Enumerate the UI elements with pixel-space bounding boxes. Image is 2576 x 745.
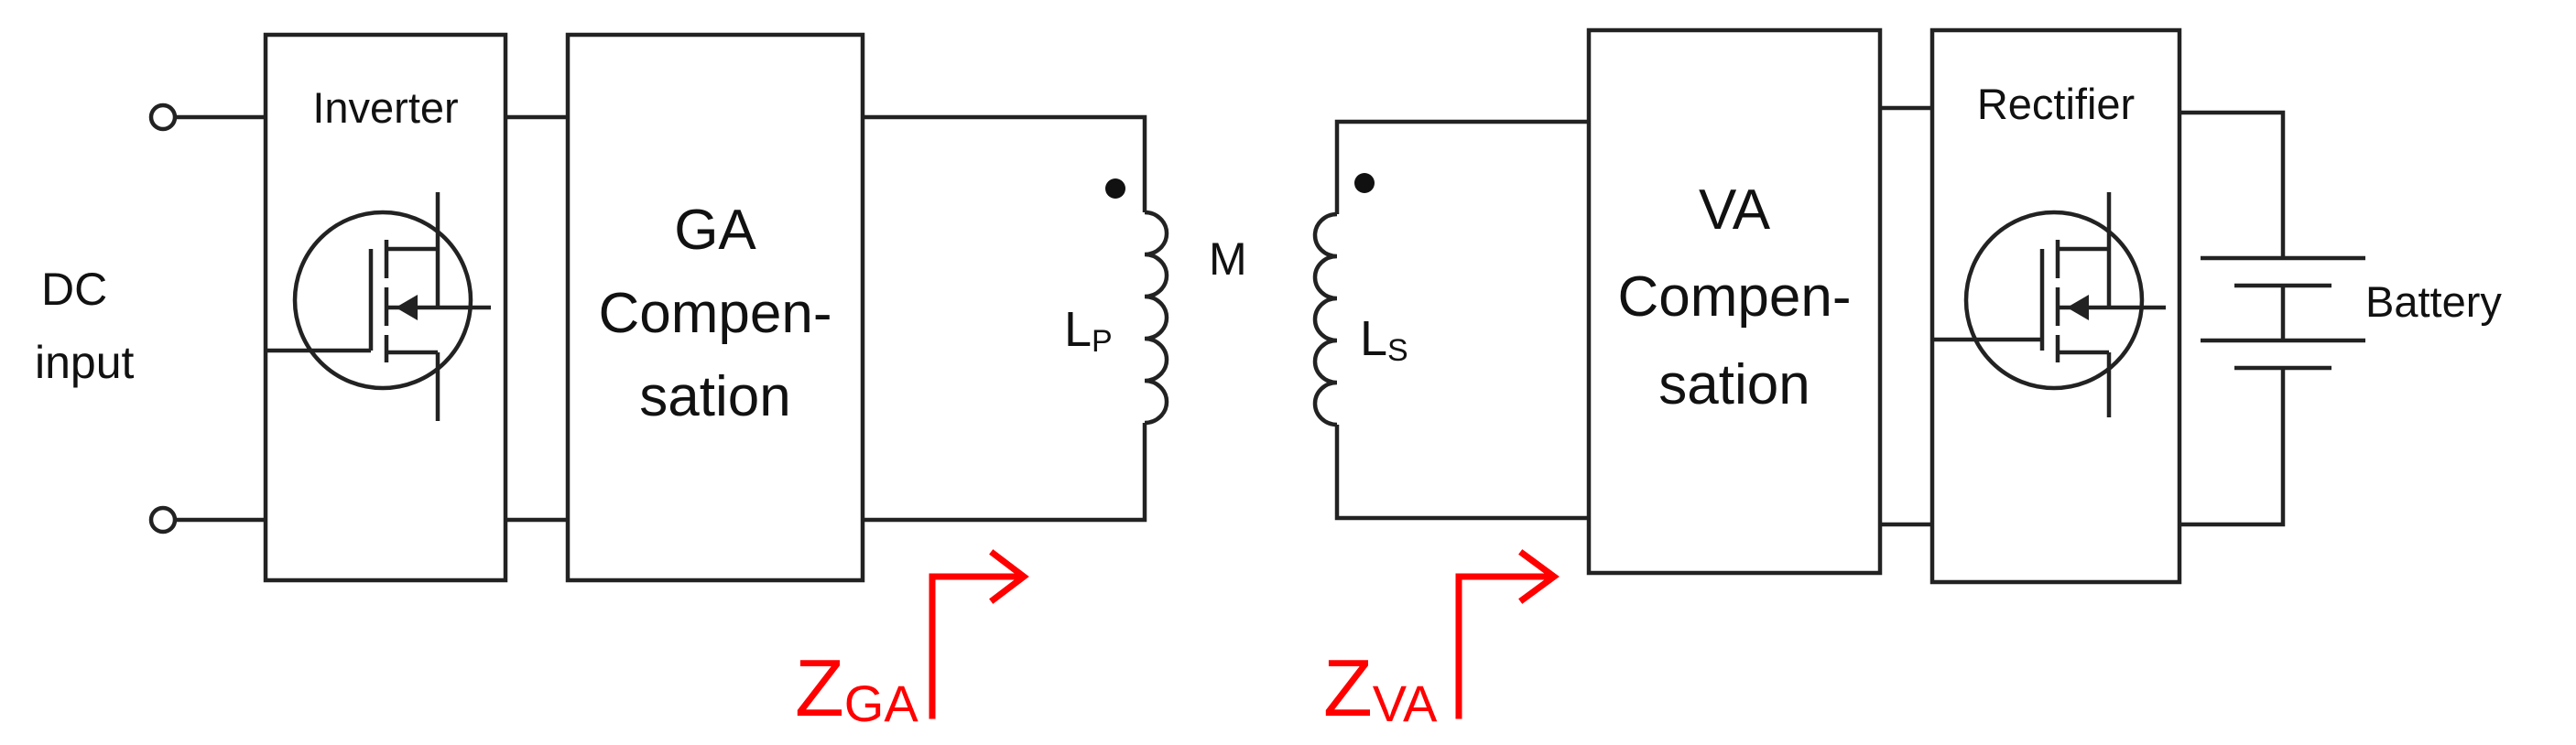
ga-label-line3: sation bbox=[639, 365, 790, 428]
zva-impedance-arrow bbox=[1455, 549, 1560, 719]
primary-coil bbox=[1144, 210, 1169, 426]
wire-ga-coil-top bbox=[863, 114, 1147, 212]
secondary-polarity-dot-icon bbox=[1354, 173, 1375, 193]
zga-label: ZGA bbox=[795, 642, 918, 733]
dc-input-label-line1: DC bbox=[41, 264, 107, 315]
wire-coil-va-top bbox=[1334, 119, 1589, 214]
wire-rect-battery-bottom bbox=[2179, 368, 2286, 527]
ga-label-line2: Compen- bbox=[599, 282, 832, 345]
secondary-coil bbox=[1312, 211, 1338, 427]
lp-label: LP bbox=[1064, 302, 1113, 359]
zva-label: ZVA bbox=[1323, 642, 1438, 733]
mutual-inductance-label: M bbox=[1209, 233, 1247, 285]
primary-polarity-dot-icon bbox=[1105, 178, 1125, 199]
ls-label: LS bbox=[1360, 311, 1408, 368]
va-label-line2: Compen- bbox=[1618, 265, 1852, 329]
wire-rect-battery-top bbox=[2179, 110, 2286, 258]
bottom-terminal[interactable] bbox=[148, 505, 178, 534]
zga-impedance-arrow bbox=[929, 549, 1029, 719]
wire-coil-va-bottom bbox=[1334, 425, 1589, 521]
dc-input-terminals bbox=[148, 103, 266, 534]
dc-input-label-line2: input bbox=[35, 337, 135, 388]
wire-ga-coil-bottom bbox=[863, 423, 1147, 523]
va-label-line1: VA bbox=[1699, 178, 1771, 242]
ga-label-line1: GA bbox=[674, 199, 756, 262]
mosfet-icon bbox=[1932, 192, 2166, 417]
battery-icon bbox=[2201, 255, 2365, 371]
mosfet-icon bbox=[266, 192, 491, 421]
rectifier-label: Rectifier bbox=[1977, 80, 2135, 128]
ga-compensation-box[interactable] bbox=[565, 32, 865, 583]
va-compensation-box[interactable] bbox=[1586, 27, 1883, 576]
inverter-label: Inverter bbox=[312, 83, 458, 132]
top-terminal[interactable] bbox=[148, 103, 178, 132]
battery-label: Battery bbox=[2365, 277, 2502, 326]
va-label-line3: sation bbox=[1658, 353, 1810, 416]
